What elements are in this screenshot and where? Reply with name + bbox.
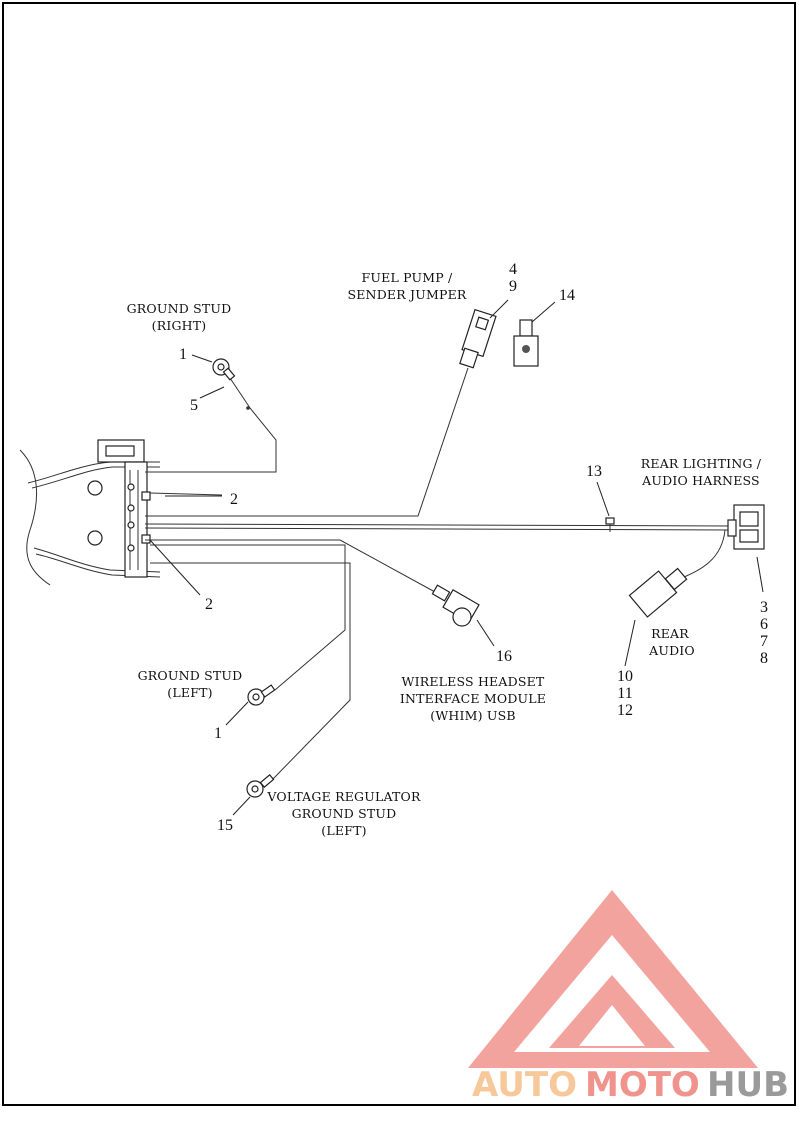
label-ground-stud-left-2: (LEFT) <box>167 685 212 700</box>
label-whim-1: WIRELESS HEADSET <box>402 674 545 689</box>
callout-1-right: 1 <box>179 346 187 363</box>
label-rear-audio-2: AUDIO <box>648 643 695 658</box>
whim-usb-connector <box>431 584 480 627</box>
leader-lines <box>149 299 764 816</box>
label-rear-audio-1: REAR <box>651 626 689 641</box>
wordmark-moto: MOTO <box>585 1065 700 1105</box>
label-rear-lighting-2: AUDIO HARNESS <box>641 473 760 488</box>
label-ground-stud-left-1: GROUND STUD <box>138 668 243 683</box>
callout-3: 3 <box>760 599 768 616</box>
watermark-logo <box>468 890 758 1068</box>
ground-stud-right <box>212 358 250 410</box>
voltage-regulator-ground <box>246 773 275 798</box>
wordmark-auto: AUTO <box>472 1065 577 1105</box>
callout-13: 13 <box>586 463 602 480</box>
label-ground-stud-right-1: GROUND STUD <box>127 301 232 316</box>
label-fuel-pump-1: FUEL PUMP / <box>362 270 454 285</box>
label-voltage-regulator-2: GROUND STUD <box>292 806 397 821</box>
frame-chassis <box>19 439 161 586</box>
label-whim-2: INTERFACE MODULE <box>400 691 546 706</box>
label-fuel-pump-2: SENDER JUMPER <box>347 287 466 302</box>
callout-15: 15 <box>217 817 233 834</box>
fuel-pump-connector <box>459 308 497 369</box>
ground-stud-left <box>247 684 276 706</box>
label-voltage-regulator-1: VOLTAGE REGULATOR <box>266 789 421 804</box>
callout-1-left: 1 <box>214 725 222 742</box>
callout-9: 9 <box>509 278 517 295</box>
callout-16: 16 <box>496 648 512 665</box>
callout-14: 14 <box>559 287 575 304</box>
label-voltage-regulator-3: (LEFT) <box>321 823 366 838</box>
callout-10: 10 <box>617 668 633 685</box>
callout-11: 11 <box>617 685 632 702</box>
callout-5: 5 <box>190 397 198 414</box>
callout-6: 6 <box>760 616 768 633</box>
callout-12: 12 <box>617 702 633 719</box>
rear-audio-connector <box>628 567 688 618</box>
text-labels: GROUND STUD (RIGHT) FUEL PUMP / SENDER J… <box>127 270 762 838</box>
label-rear-lighting-1: REAR LIGHTING / <box>641 456 762 471</box>
callout-8: 8 <box>760 650 768 667</box>
watermark-wordmark: AUTO MOTO HUB <box>472 1065 789 1105</box>
callout-4: 4 <box>509 261 517 278</box>
part-13-clip <box>605 517 615 532</box>
rear-lighting-connector <box>727 504 765 550</box>
part-14-tag <box>513 319 539 367</box>
callout-7: 7 <box>760 633 768 650</box>
callout-2-top: 2 <box>230 491 238 508</box>
harness-wires <box>144 367 731 781</box>
callout-numbers: 1 5 4 9 14 13 2 2 3 6 7 8 10 11 12 16 1 … <box>179 261 768 834</box>
label-whim-3: (WHIM) USB <box>430 708 516 723</box>
label-ground-stud-right-2: (RIGHT) <box>152 318 207 333</box>
wordmark-hub: HUB <box>707 1065 789 1105</box>
callout-2-bottom: 2 <box>205 596 213 613</box>
